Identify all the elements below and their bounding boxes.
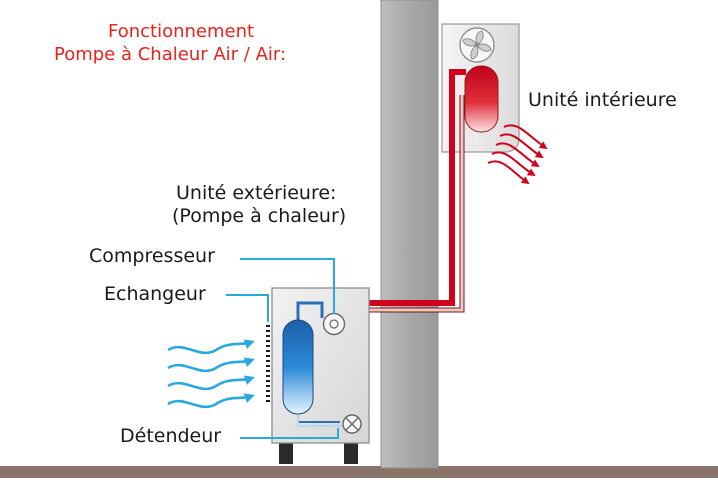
fan-icon: [459, 27, 495, 63]
compressor-label: Compresseur: [89, 245, 215, 267]
valve-leader: [240, 428, 339, 439]
outdoor-unit-label-line2: (Pompe à chaleur): [172, 205, 347, 227]
expansion-valve-label: Détendeur: [120, 425, 222, 447]
leader-lines: [226, 258, 339, 439]
outdoor-air-arrows: [167, 339, 255, 409]
valve-icon: [342, 414, 362, 434]
diagram-title-line2: Pompe à Chaleur Air / Air:: [54, 44, 287, 65]
wall: [380, 0, 439, 469]
diagram-title-line1: Fonctionnement: [108, 21, 255, 42]
outdoor-unit-label-line1: Unité extérieure:: [176, 182, 337, 204]
compressor-icon: [322, 312, 346, 336]
ground: [0, 466, 718, 478]
indoor-unit-label: Unité intérieure: [528, 89, 677, 111]
outdoor-unit: [266, 287, 370, 464]
exchanger-leader: [226, 294, 269, 322]
exchanger-label: Echangeur: [104, 283, 206, 305]
fins: [266, 325, 270, 402]
indoor-exchanger-tank: [464, 65, 499, 133]
warm-air-arrows: [487, 124, 548, 185]
compressor-leader: [240, 258, 335, 314]
exchanger-tank: [282, 319, 314, 415]
